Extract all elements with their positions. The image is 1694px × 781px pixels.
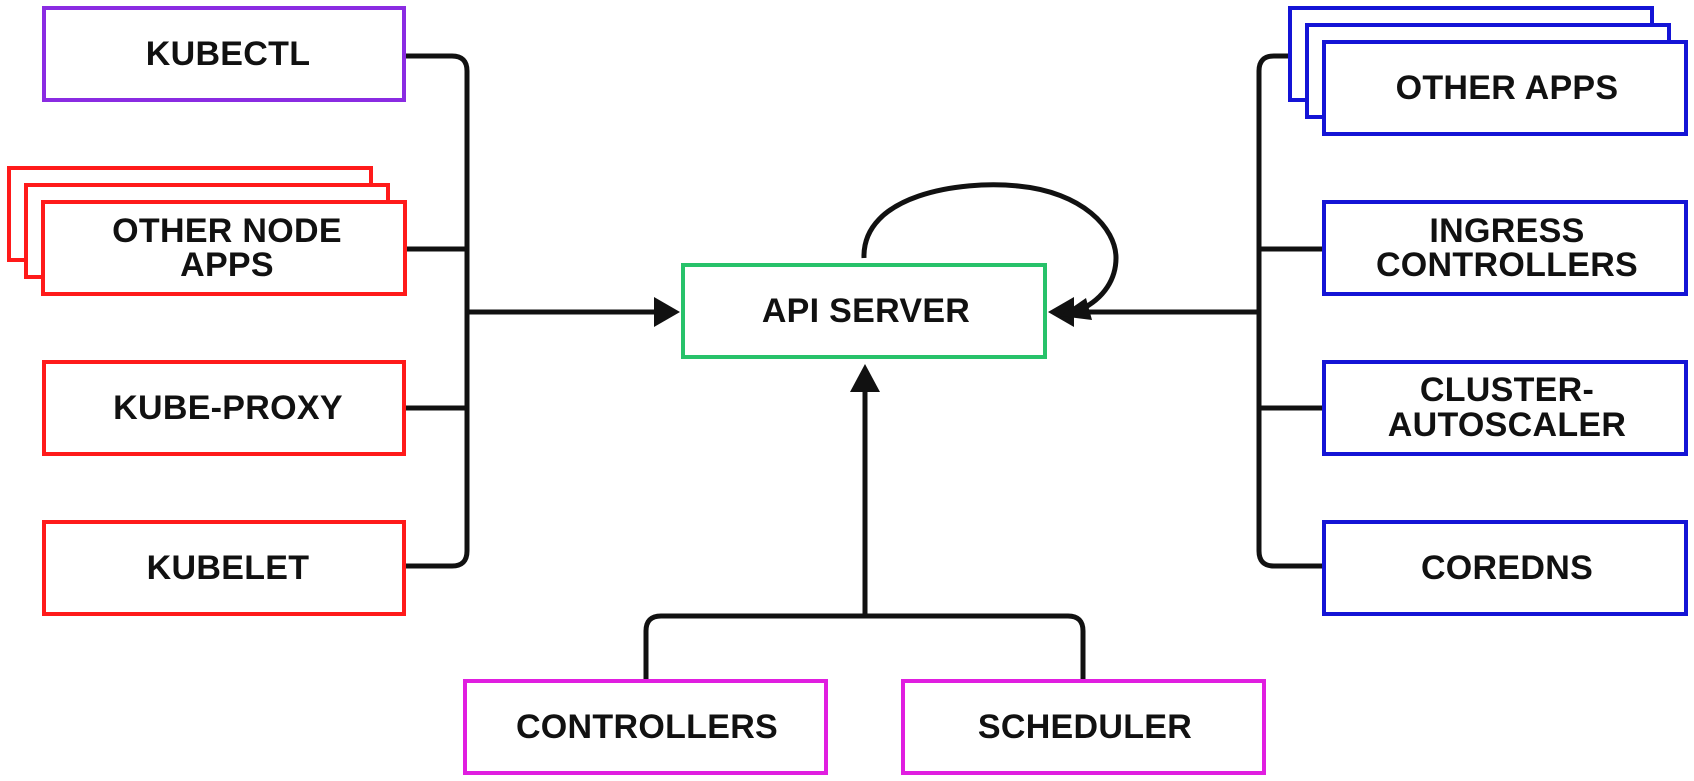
ingress-controllers-box-frame [1322, 200, 1688, 296]
kubectl-label: KUBECTL [146, 35, 311, 73]
coredns-label: COREDNS [1421, 549, 1593, 587]
coredns-box-frame [1322, 520, 1688, 616]
kubectl-box[interactable]: KUBECTL [42, 6, 406, 102]
controllers-box[interactable]: CONTROLLERS [463, 679, 828, 775]
api-server-box-frame [681, 263, 1047, 359]
ingress-controllers-label-line2: CONTROLLERS [1376, 246, 1638, 284]
cluster-autoscaler-label-line2: AUTOSCALER [1388, 406, 1627, 444]
kubectl-box-frame [42, 6, 406, 102]
kubelet-box[interactable]: KUBELET [42, 520, 406, 616]
left-bus-line [406, 53, 470, 569]
cluster-autoscaler-box[interactable]: CLUSTER- AUTOSCALER [1322, 360, 1688, 456]
kube-proxy-label: KUBE-PROXY [113, 389, 343, 427]
other-node-apps-box[interactable]: OTHER NODE APPS [7, 166, 407, 296]
connectors [406, 53, 1324, 681]
kubelet-box-frame [42, 520, 406, 616]
self-loop-arrowhead [1060, 298, 1092, 320]
other-node-apps-stack-front [41, 200, 407, 296]
kube-proxy-box-frame [42, 360, 406, 456]
other-apps-box[interactable]: OTHER APPS [1288, 6, 1688, 136]
ingress-controllers-box[interactable]: INGRESS CONTROLLERS [1322, 200, 1688, 296]
other-apps-stack-front [1322, 40, 1688, 136]
scheduler-label: SCHEDULER [978, 708, 1192, 746]
cluster-autoscaler-box-frame [1322, 360, 1688, 456]
right-bus-line [1256, 53, 1324, 569]
other-node-apps-label-line1: OTHER NODE [112, 212, 342, 250]
bottom-bus-line [643, 613, 1086, 681]
scheduler-box[interactable]: SCHEDULER [901, 679, 1266, 775]
controllers-box-frame [463, 679, 828, 775]
kube-proxy-box[interactable]: KUBE-PROXY [42, 360, 406, 456]
controllers-label: CONTROLLERS [516, 708, 778, 746]
api-server-label: API SERVER [762, 292, 970, 330]
left-arrowhead [654, 297, 680, 327]
right-arrowhead [1048, 297, 1074, 327]
ingress-controllers-label-line1: INGRESS [1429, 212, 1584, 250]
api-server-box[interactable]: API SERVER [681, 263, 1047, 359]
coredns-box[interactable]: COREDNS [1322, 520, 1688, 616]
kubelet-label: KUBELET [147, 549, 310, 587]
other-node-apps-label-line2: APPS [180, 246, 274, 284]
scheduler-box-frame [901, 679, 1266, 775]
bottom-arrowhead [850, 364, 880, 392]
other-apps-label: OTHER APPS [1396, 69, 1619, 107]
cluster-autoscaler-label-line1: CLUSTER- [1420, 371, 1594, 409]
api-self-loop [861, 182, 1119, 313]
